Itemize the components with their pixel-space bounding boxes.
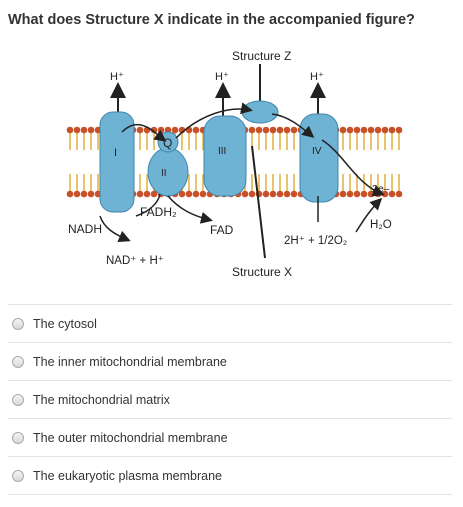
lipid-head	[395, 190, 403, 198]
lipid-head	[192, 190, 200, 198]
lipid-head	[255, 126, 263, 134]
proton-label-3: H⁺	[310, 71, 324, 83]
lipid-head	[87, 190, 95, 198]
radio-button[interactable]	[12, 393, 24, 406]
lipid-head	[269, 190, 277, 198]
option-label: The mitochondrial matrix	[33, 392, 170, 407]
lipid-head	[367, 126, 375, 134]
nadh-label: NADH	[68, 222, 102, 236]
option-inner-mitochondrial-membrane[interactable]: The inner mitochondrial membrane	[8, 342, 452, 380]
option-cytosol[interactable]: The cytosol	[8, 304, 452, 342]
lipid-head	[87, 126, 95, 134]
lipid-head	[199, 190, 207, 198]
lipid-head	[374, 126, 382, 134]
lipid-head	[178, 190, 186, 198]
lipid-head	[360, 190, 368, 198]
lipid-head	[360, 126, 368, 134]
lipid-head	[290, 126, 298, 134]
etc-figure: Structure Z H⁺ H⁺ H⁺ I II Q III IV 2e– N…	[66, 49, 403, 279]
proton-label-2: H⁺	[215, 71, 229, 83]
lipid-head	[276, 190, 284, 198]
cytochrome-c	[241, 100, 279, 124]
nad-label: NAD⁺ + H⁺	[106, 255, 164, 267]
lipid-head	[157, 126, 165, 134]
lipid-head	[248, 126, 256, 134]
lipid-head	[80, 190, 88, 198]
lipid-head	[73, 190, 81, 198]
lipid-head	[136, 190, 144, 198]
radio-button[interactable]	[12, 355, 24, 368]
electron-label: 2e–	[372, 183, 390, 195]
answer-options: The cytosol The inner mitochondrial memb…	[8, 304, 452, 495]
complex-i-label: I	[114, 147, 117, 159]
lipid-head	[80, 126, 88, 134]
lipid-head	[283, 190, 291, 198]
structure-z-label: Structure Z	[232, 49, 291, 63]
complex-iv-label: IV	[312, 146, 322, 157]
question-text: What does Structure X indicate in the ac…	[8, 12, 415, 28]
lipid-head	[339, 190, 347, 198]
lipid-head	[346, 126, 354, 134]
lipid-head	[150, 190, 158, 198]
lipid-head	[171, 126, 179, 134]
complex-iii	[203, 115, 247, 197]
complex-iii-label: III	[218, 146, 226, 157]
radio-button[interactable]	[12, 317, 24, 330]
radio-button[interactable]	[12, 431, 24, 444]
lipid-head	[353, 126, 361, 134]
water-label: H₂O	[370, 219, 392, 231]
radio-button[interactable]	[12, 469, 24, 482]
lipid-head	[66, 190, 74, 198]
structure-x-pointer	[251, 145, 266, 259]
option-label: The inner mitochondrial membrane	[33, 354, 227, 369]
lipid-head	[73, 126, 81, 134]
lipid-head	[388, 126, 396, 134]
option-label: The eukaryotic plasma membrane	[33, 468, 222, 483]
complex-i	[99, 111, 135, 213]
lipid-head	[248, 190, 256, 198]
lipid-head	[269, 126, 277, 134]
complex-iv	[299, 113, 339, 203]
lipid-head	[136, 126, 144, 134]
lipid-head	[262, 126, 270, 134]
lipid-head	[185, 190, 193, 198]
proton-label-1: H⁺	[110, 71, 124, 83]
lipid-head	[353, 190, 361, 198]
lipid-head	[339, 126, 347, 134]
lipid-head	[276, 126, 284, 134]
structure-x-label: Structure X	[232, 265, 292, 279]
lipid-head	[192, 126, 200, 134]
lipid-head	[388, 190, 396, 198]
oxygen-label: 2H⁺ + 1/2O₂	[284, 235, 347, 247]
lipid-head	[346, 190, 354, 198]
option-outer-mitochondrial-membrane[interactable]: The outer mitochondrial membrane	[8, 418, 452, 456]
option-label: The cytosol	[33, 316, 97, 331]
lipid-head	[241, 190, 249, 198]
option-eukaryotic-plasma-membrane[interactable]: The eukaryotic plasma membrane	[8, 456, 452, 495]
lipid-head	[66, 126, 74, 134]
ubiquinone-label: Q	[163, 136, 172, 150]
lipid-head	[262, 190, 270, 198]
lipid-head	[395, 126, 403, 134]
fad-label: FAD	[210, 223, 234, 237]
lipid-head	[283, 126, 291, 134]
lipid-head	[290, 190, 298, 198]
complex-ii	[147, 147, 189, 197]
lipid-head	[143, 190, 151, 198]
lipid-head	[381, 126, 389, 134]
complex-ii-label: II	[161, 168, 167, 179]
option-label: The outer mitochondrial membrane	[33, 430, 228, 445]
option-mitochondrial-matrix[interactable]: The mitochondrial matrix	[8, 380, 452, 418]
